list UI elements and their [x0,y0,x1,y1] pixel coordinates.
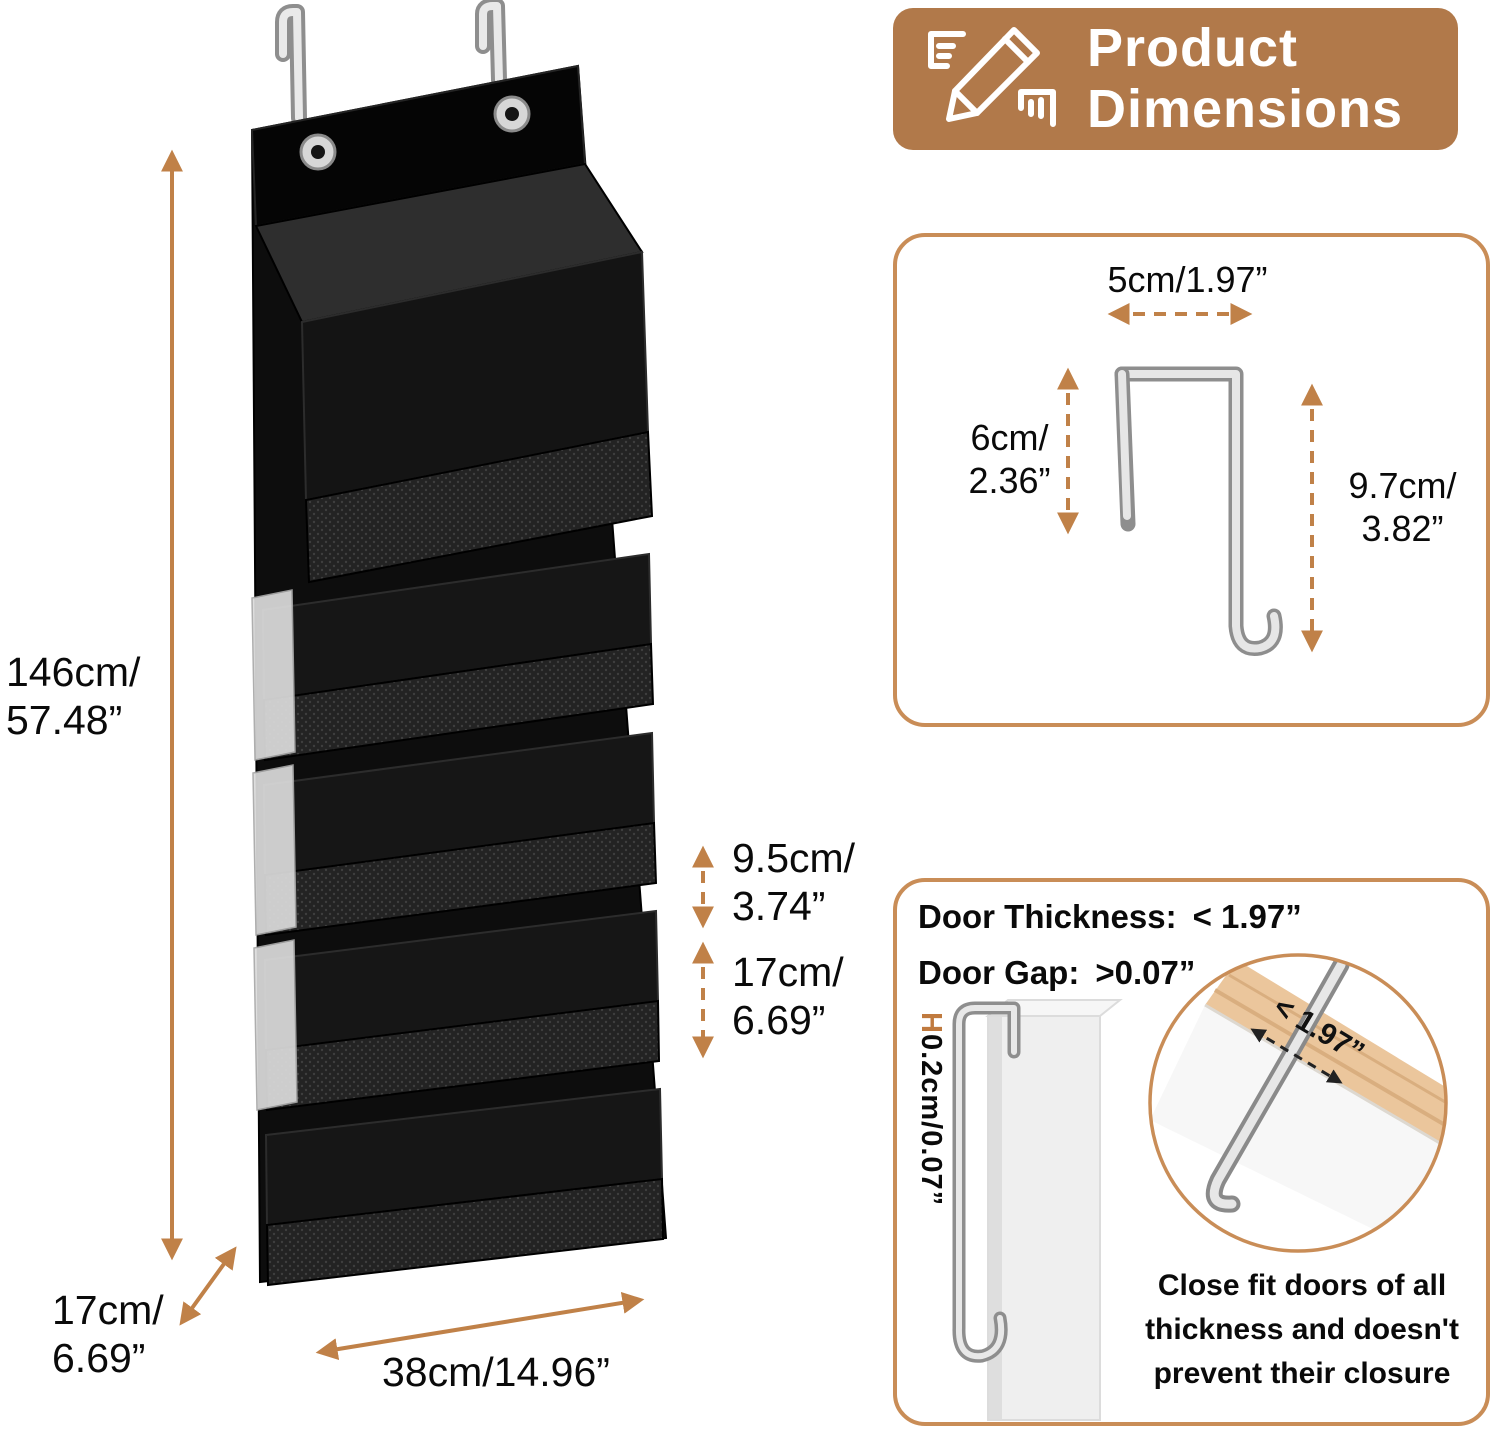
door-thickness-label: Door Thickness: [918,898,1177,935]
top-pocket-mesh-band [304,430,654,584]
hook-back-line2: 3.82” [1361,508,1444,549]
pocket-height-dimension-label: 9.5cm/ 3.74” [732,834,855,930]
page-title: Product Dimensions [1087,18,1403,140]
door-gap-row: Door Gap: >0.07” [918,954,1195,992]
width-value: 38cm/14.96” [382,1349,610,1395]
zoomed-hook-icon [1205,956,1350,1213]
door-hook-side-icon [952,1001,1021,1363]
pocket-side-windows [251,589,298,1111]
page-title-line2: Dimensions [1087,79,1404,139]
note-line2: thickness and doesn't [1145,1313,1459,1346]
height-value-line1: 146cm/ [6,649,141,695]
hook-front-line1: 6cm/ [970,417,1049,458]
hook-back-line1: 9.7cm/ [1348,465,1457,506]
page-title-line1: Product [1087,18,1299,78]
door-gap-value: >0.07” [1095,954,1196,991]
note-line3: prevent their closure [1153,1357,1451,1390]
note-line1: Close fit doors of all [1157,1269,1447,1302]
pocket-height-line2: 3.74” [732,883,826,929]
top-door-hook-left-icon [275,4,307,126]
zoom-inset-border [1148,953,1448,1253]
grommet-left-icon [299,133,337,171]
over-door-hook-illustration [1114,366,1283,657]
width-dimension-label: 38cm/14.96” [382,1348,610,1396]
depth-value-line1: 17cm/ [52,1287,164,1333]
depth-dimension-label: 17cm/ 6.69” [52,1286,164,1382]
door-gap-label: Door Gap: [918,954,1080,991]
hook-front-height-label: 6cm/ 2.36” [952,416,1067,502]
pocket-fronts [261,552,665,1287]
hook-zoom-inset: < 1.97” [1150,955,1446,1251]
hook-front-line2: 2.36” [968,460,1051,501]
height-value-line2: 57.48” [6,697,123,743]
door-face [1150,1005,1446,1251]
hook-width-value: 5cm/1.97” [1107,259,1268,300]
door-thickness-value: < 1.97” [1192,898,1302,935]
inset-dimension-arrow [1250,1028,1343,1084]
pocket-depth-line2: 6.69” [732,997,826,1043]
pencil-ruler-icon [928,27,1056,127]
door-side-view-illustration [952,999,1123,1421]
hook-clearance-label: H0.2cm/0.07” [914,1012,947,1206]
door-thickness-row: Door Thickness: < 1.97” [918,898,1302,936]
pocket-depth-line1: 17cm/ [732,949,844,995]
width-dimension-arrow [315,1291,645,1361]
product-dimensions-header: Product Dimensions [893,8,1458,150]
close-fit-note: Close fit doors of all thickness and doe… [1126,1264,1478,1396]
hook-clearance-value: 0.2cm/0.07” [915,1033,947,1207]
pocket-depth-dimension-label: 17cm/ 6.69” [732,948,844,1044]
organizer-illustration [250,0,668,1287]
hook-back-height-label: 9.7cm/ 3.82” [1330,464,1475,550]
grommet-right-icon [493,95,531,133]
hook-width-label: 5cm/1.97” [1090,258,1285,301]
depth-value-line2: 6.69” [52,1335,146,1381]
door-slab [987,1015,1101,1421]
hook-clearance-prefix: H [915,1012,947,1034]
top-door-hook-right-icon [475,0,507,88]
depth-dimension-arrow [179,1246,237,1326]
height-dimension-label: 146cm/ 57.48” [6,648,140,744]
pocket-height-line1: 9.5cm/ [732,835,856,881]
